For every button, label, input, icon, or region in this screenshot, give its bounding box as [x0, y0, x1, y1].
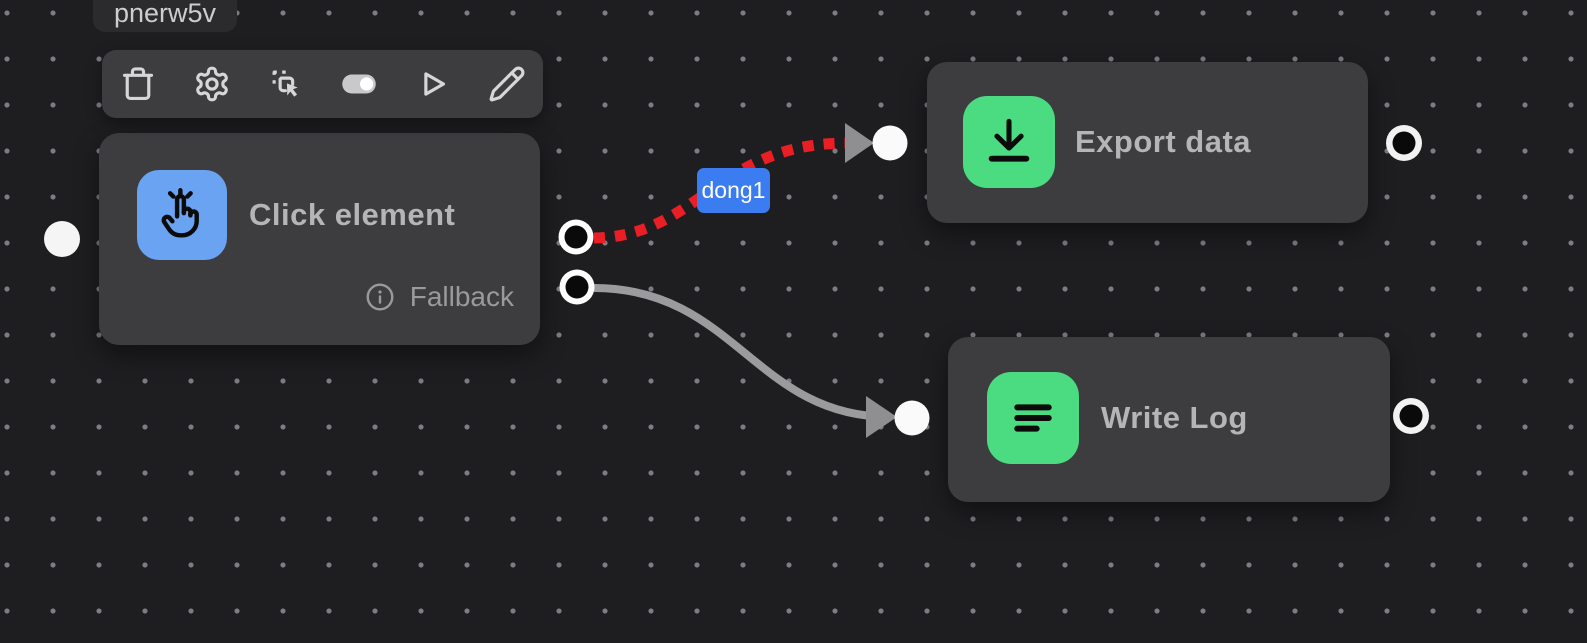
toggle-on-icon	[342, 74, 377, 94]
handle-click-fallback-output-core	[565, 275, 589, 299]
node-title: Write Log	[1101, 400, 1248, 435]
node-toolbar	[102, 50, 543, 118]
download-icon	[963, 96, 1055, 188]
edge-label: dong1	[697, 168, 770, 213]
handle-click-output-core	[564, 225, 588, 249]
edge-label-text: dong1	[701, 177, 766, 203]
info-icon	[366, 283, 394, 311]
play-icon	[424, 72, 446, 96]
node-title: Export data	[1075, 124, 1252, 159]
align-left-icon	[987, 372, 1079, 464]
node-write-log[interactable]: Write Log	[948, 337, 1390, 502]
hand-tap-icon	[137, 170, 227, 260]
workflow-name-tag: pnerw5v	[93, 0, 237, 32]
handle-click-input[interactable]	[44, 221, 80, 257]
edge-arrowhead	[845, 123, 874, 163]
select-element-icon	[272, 70, 298, 97]
edit-button[interactable]	[485, 60, 529, 108]
handle-writelog-output-core	[1399, 404, 1423, 428]
handle-export-output-core	[1392, 131, 1416, 155]
delete-button[interactable]	[116, 60, 160, 108]
settings-button[interactable]	[190, 60, 234, 108]
fallback-label: Fallback	[409, 281, 514, 312]
node-title: Click element	[249, 197, 456, 232]
fallback-row: Fallback	[364, 281, 514, 313]
edge-click-to-writelog[interactable]	[593, 284, 891, 421]
node-click-element[interactable]: Click element Fallback	[99, 133, 540, 345]
edge-arrowhead	[866, 396, 897, 438]
handle-writelog-input[interactable]	[894, 400, 930, 436]
toggle-enable-button[interactable]	[337, 60, 381, 108]
handle-export-input[interactable]	[872, 125, 908, 161]
workflow-name-text: pnerw5v	[113, 0, 217, 28]
pencil-icon	[489, 66, 525, 102]
select-element-button[interactable]	[264, 60, 308, 108]
node-export-data[interactable]: Export data	[927, 62, 1368, 223]
trash-icon	[122, 67, 154, 100]
run-button[interactable]	[411, 60, 455, 108]
gear-icon	[195, 66, 228, 102]
